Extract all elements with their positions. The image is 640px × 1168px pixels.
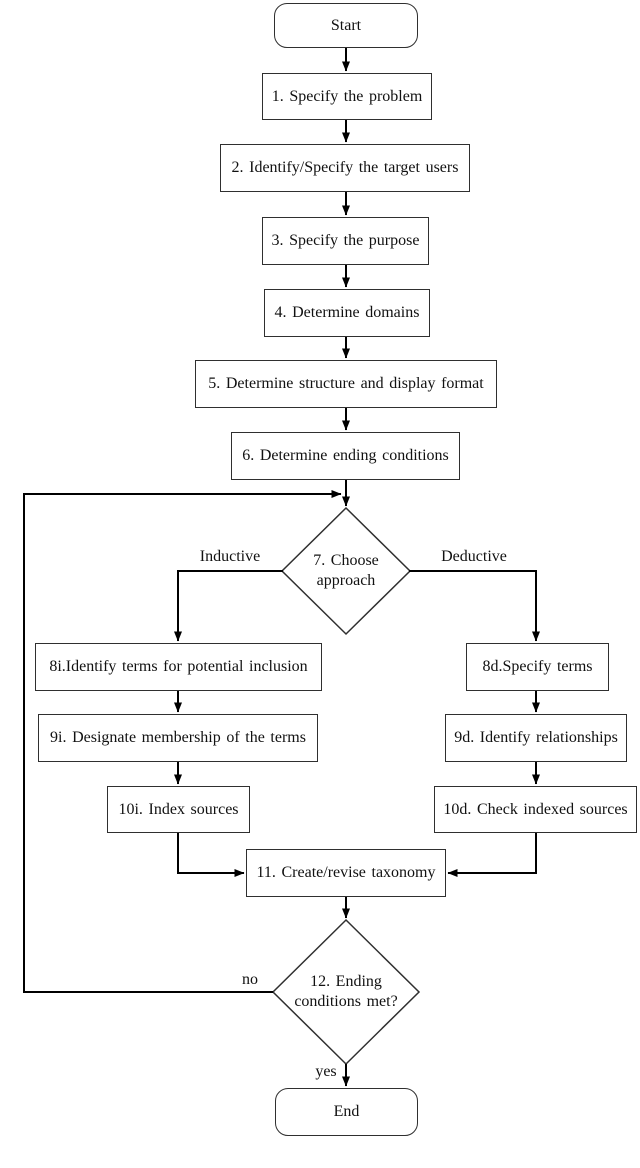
decision-choose-approach: 7. Choose approach [296,543,396,599]
node-specify-problem: 1. Specify the problem [262,73,432,120]
node-determine-ending-conditions: 6. Determine ending conditions [231,432,460,480]
node-specify-problem-label: 1. Specify the problem [271,87,423,105]
node-identify-relationships-label: 9d. Identify relationships [454,729,618,747]
node-end-label: End [333,1103,360,1121]
edge-label-deductive: Deductive [441,548,507,565]
edge-7-to-8i [174,570,283,642]
decision-choose-approach-label: 7. Choose approach [313,552,379,589]
node-check-indexed-sources-label: 10d. Check indexed sources [443,800,628,818]
decision-ending-conditions: 12. Ending conditions met? [291,959,401,1025]
edge-label-yes: yes [315,1063,337,1080]
node-determine-ending-conditions-label: 6. Determine ending conditions [242,447,449,465]
edge-label-no: no [242,971,258,988]
node-specify-purpose-label: 3. Specify the purpose [271,232,420,250]
node-create-revise-taxonomy-label: 11. Create/revise taxonomy [256,864,436,882]
node-end: End [275,1088,418,1136]
node-index-sources-label: 10i. Index sources [118,800,239,818]
node-identify-terms: 8i.Identify terms for potential inclusio… [35,643,322,691]
node-start-label: Start [330,16,362,34]
node-start: Start [274,3,418,48]
node-designate-membership: 9i. Designate membership of the terms [38,714,318,762]
node-identify-target-users-label: 2. Identify/Specify the target users [231,159,459,177]
node-identify-relationships: 9d. Identify relationships [445,714,627,762]
node-identify-terms-label: 8i.Identify terms for potential inclusio… [49,658,308,676]
node-specify-terms-label: 8d.Specify terms [482,658,593,676]
edge-10i-to-11 [177,833,245,877]
node-check-indexed-sources: 10d. Check indexed sources [434,786,637,833]
decision-choose-approach-shape [280,506,412,636]
edge-12-no-loop [23,490,342,993]
node-determine-structure: 5. Determine structure and display forma… [195,360,497,408]
node-designate-membership-label: 9i. Designate membership of the terms [50,729,306,747]
node-determine-domains-label: 4. Determine domains [274,304,420,322]
edge-label-inductive: Inductive [199,548,261,565]
node-specify-purpose: 3. Specify the purpose [262,217,429,265]
node-determine-domains: 4. Determine domains [264,289,430,337]
node-identify-target-users: 2. Identify/Specify the target users [220,144,470,192]
node-determine-structure-label: 5. Determine structure and display forma… [208,375,484,393]
node-index-sources: 10i. Index sources [107,786,250,833]
decision-ending-conditions-label: 12. Ending conditions met? [294,973,398,1010]
edge-10d-to-11 [447,833,537,877]
node-create-revise-taxonomy: 11. Create/revise taxonomy [246,849,446,897]
edge-7-to-8d [409,570,540,642]
node-specify-terms: 8d.Specify terms [466,643,609,691]
